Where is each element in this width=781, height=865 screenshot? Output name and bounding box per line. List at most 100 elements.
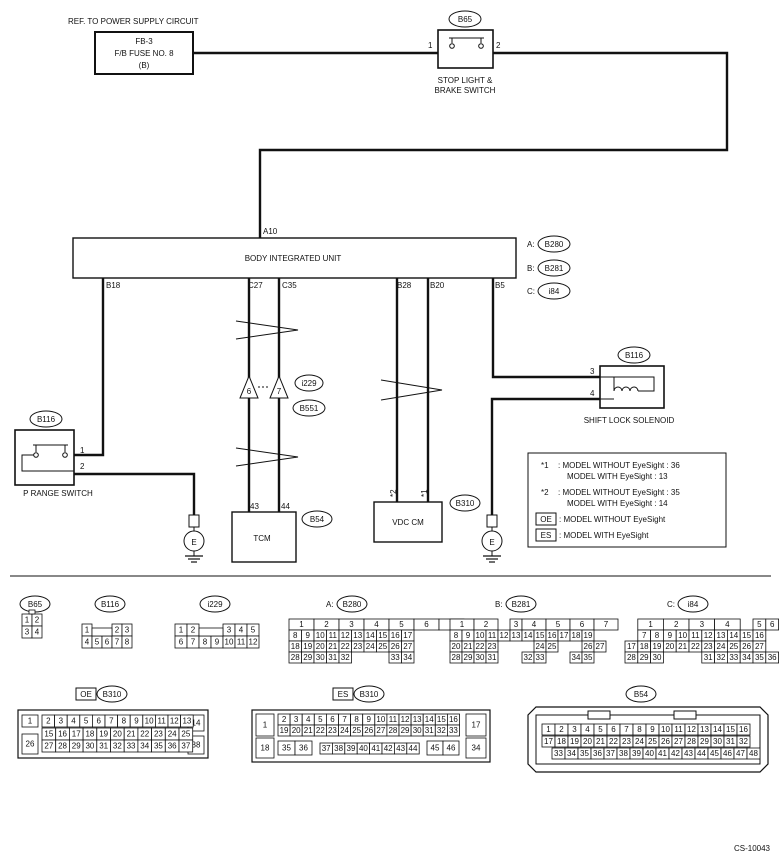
connector-name-oval — [336, 595, 368, 613]
connector-pin — [765, 618, 779, 631]
connector-pin-label: 30 — [476, 653, 485, 662]
i229-key — [198, 627, 224, 637]
connector-pin-label: 24 — [168, 730, 177, 739]
connector-pin-label: 5 — [598, 725, 603, 734]
joint-pin-6: 6 — [247, 387, 252, 396]
connector-name: B281 — [512, 600, 531, 609]
biu-conn-c-name: i84 — [549, 287, 560, 296]
vdc-box — [373, 501, 443, 543]
connector-pin-label: 19 — [99, 730, 108, 739]
connector-pin-label: 4 — [725, 620, 730, 629]
note-es-text: : MODEL WITH EyeSight — [559, 531, 649, 540]
connector-pin-label: 34 — [140, 742, 149, 751]
connector-pin — [465, 737, 487, 759]
connector-variant: ES — [338, 690, 349, 699]
connector-pin-label: 1 — [546, 725, 551, 734]
connector-pin-label: 18 — [557, 737, 566, 746]
connector-pin-label: 14 — [366, 631, 375, 640]
connector-pin-label: 1 — [179, 626, 184, 635]
connector-pin-label: 21 — [328, 642, 337, 651]
connector-pin-label: 18 — [640, 642, 649, 651]
joint-c2-oval — [292, 399, 326, 417]
connector-pin — [485, 651, 499, 664]
connector-pin-label: 13 — [182, 717, 191, 726]
connector-pin-label: 28 — [58, 742, 67, 751]
b54-housing-inner — [535, 714, 761, 765]
switch-output-wire — [258, 51, 729, 238]
wire-b18 — [74, 278, 105, 457]
tcm-label: TCM — [253, 534, 271, 543]
biu-conn-b-name: B281 — [545, 264, 564, 273]
connector-pin-label: 2 — [46, 717, 51, 726]
connector-pin-label: 2 — [484, 620, 489, 629]
connector-pin-label: 36 — [299, 744, 308, 753]
connector-pin-label: 15 — [44, 730, 53, 739]
ground-1-label: E — [191, 538, 196, 547]
connector-pin — [246, 635, 260, 649]
connector-pin-label: 2 — [191, 626, 196, 635]
connector-pin-label: 35 — [282, 744, 291, 753]
b116-key — [91, 627, 113, 637]
connector-pin-label: 6 — [330, 715, 335, 724]
connector-pin-label: 22 — [316, 726, 325, 735]
connector-pin-label: 22 — [140, 730, 149, 739]
connector-pin-label: 11 — [237, 638, 246, 647]
biu-pin-b18: B18 — [106, 281, 121, 290]
connector-pin-label: 21 — [464, 642, 473, 651]
connector-pin-label: 48 — [749, 749, 758, 758]
connector-pin-label: 12 — [401, 715, 410, 724]
connector-name-oval — [199, 595, 231, 613]
connector-name-oval — [625, 685, 657, 703]
connector-pin-label: 26 — [742, 642, 751, 651]
connector-pin-label: 11 — [389, 715, 398, 724]
connector-name: i229 — [207, 600, 223, 609]
note-1-mark: *1 — [541, 461, 549, 470]
connector-pin-label: 4 — [306, 715, 311, 724]
connector-pin-label: 11 — [158, 717, 167, 726]
ground-2-symbol — [482, 555, 502, 563]
p-switch-box — [14, 429, 75, 486]
connector-pin-label: 20 — [316, 642, 325, 651]
connector-pin-label: 9 — [215, 638, 220, 647]
connector-pin-label: 35 — [154, 742, 163, 751]
connector-pin-label: 5 — [251, 626, 256, 635]
connector-pin-label: 29 — [640, 653, 649, 662]
connector-pin-label: 12 — [500, 631, 509, 640]
ground-terminal-1 — [188, 514, 200, 528]
solenoid-box — [599, 365, 665, 409]
connector-pin-label: 44 — [697, 749, 706, 758]
connector-pin — [581, 651, 595, 664]
connector-variant-frame — [332, 687, 354, 701]
note-es-box: ES — [541, 531, 552, 540]
connector-pin-label: 31 — [704, 653, 713, 662]
connector-pin-label: 34 — [742, 653, 751, 662]
connector-pin-label: 23 — [353, 642, 362, 651]
connector-pin-label: 8 — [454, 631, 459, 640]
connector-pin-label: 6 — [770, 620, 775, 629]
connector-pin-label: 15 — [437, 715, 446, 724]
connector-pin-label: 19 — [570, 737, 579, 746]
p-switch-connector: B116 — [37, 415, 56, 424]
connector-pin-label: 34 — [567, 749, 576, 758]
biu-conn-c-oval — [537, 282, 571, 300]
connector-pin-label: 23 — [328, 726, 337, 735]
connector-pin-label: 1 — [85, 626, 90, 635]
connector-letter: C: — [667, 600, 675, 609]
connector-pin-label: 17 — [560, 631, 569, 640]
p-switch-label: P RANGE SWITCH — [23, 489, 93, 498]
connector-pin-label: 27 — [596, 642, 605, 651]
connector-pin-label: 8 — [125, 638, 130, 647]
connector-pin-label: 14 — [192, 719, 201, 728]
biu-conn-a-oval — [537, 235, 571, 253]
connector-pin — [533, 651, 547, 664]
connector-pin-label: 28 — [687, 737, 696, 746]
connector-pin — [746, 747, 761, 760]
connector-pin-label: 4 — [71, 717, 76, 726]
connector-variant-frame — [75, 687, 97, 701]
connector-pin-label: 27 — [755, 642, 764, 651]
biu-conn-a-name: B280 — [545, 240, 564, 249]
connector-pin-label: 25 — [352, 726, 361, 735]
connector-pin-label: 10 — [661, 725, 670, 734]
solenoid-coil — [600, 376, 655, 400]
connector-pin-label: 24 — [366, 642, 375, 651]
